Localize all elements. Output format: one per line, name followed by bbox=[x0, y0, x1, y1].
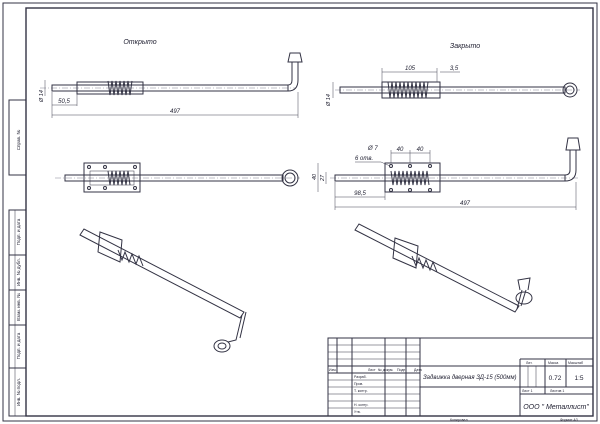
closed-side-view: 105 3,5 Ø 14 bbox=[326, 66, 580, 107]
dim-105: 105 bbox=[405, 66, 416, 72]
drawing-frame bbox=[25, 7, 594, 417]
dim-40: 40 bbox=[397, 147, 404, 153]
header-sign: Подп. bbox=[397, 368, 406, 372]
sheet-count: Листов 1 bbox=[550, 389, 564, 393]
lit-label: Лит. bbox=[526, 361, 532, 365]
role: Т. контр. bbox=[354, 389, 368, 393]
role: Утв. bbox=[354, 410, 361, 414]
open-view-label: Открыто bbox=[123, 39, 156, 46]
drawing-title: Задвижка дверная ЗД-15 (500мм) bbox=[423, 375, 517, 381]
dim-h27: 27 bbox=[320, 174, 326, 182]
mass-value: 0.72 bbox=[549, 375, 562, 382]
scale-label: Масштаб bbox=[568, 361, 583, 365]
dim-497: 497 bbox=[460, 201, 471, 207]
open-front-view bbox=[55, 162, 300, 193]
isometric-open bbox=[79, 228, 247, 353]
role: Разраб. bbox=[354, 375, 367, 379]
strip-label: Инв. № подл. bbox=[16, 378, 21, 406]
header-doc: № докум. bbox=[378, 368, 393, 372]
dim-dia14: Ø 14 bbox=[39, 90, 45, 103]
dim-40: 40 bbox=[417, 147, 424, 153]
dim-497: 497 bbox=[170, 109, 181, 115]
strip-label: Инв. № дубл. bbox=[16, 258, 21, 286]
dim-h40: 40 bbox=[312, 173, 318, 180]
company-name: ООО " Металлист" bbox=[523, 404, 589, 411]
role: Н. контр. bbox=[354, 403, 368, 407]
dim-3-5: 3,5 bbox=[450, 66, 459, 72]
dim-50-5: 50,5 bbox=[58, 99, 70, 105]
dim-dia7: Ø 7 bbox=[367, 146, 378, 152]
header-list: Лист bbox=[368, 368, 376, 372]
dim-holes: 6 отв. bbox=[355, 156, 373, 162]
copied-label: Копировал bbox=[450, 418, 468, 422]
header-izm: Изм. bbox=[329, 368, 337, 372]
role: Пров. bbox=[354, 382, 363, 386]
dim-dia14: Ø 14 bbox=[326, 94, 332, 107]
strip-label: Справ. № bbox=[16, 130, 21, 151]
isometric-closed bbox=[354, 223, 533, 313]
dim-98-5: 98,5 bbox=[354, 191, 366, 197]
mass-label: Масса bbox=[548, 361, 558, 365]
closed-view-label: Закрыто bbox=[450, 43, 480, 50]
closed-front-view: 40 40 Ø 7 6 отв. 40 27 98,5 497 bbox=[312, 137, 581, 210]
title-block: Изм. Лист № докум. Подп. Дата Разраб. Пр… bbox=[327, 337, 594, 422]
scale-value: 1:5 bbox=[574, 375, 583, 382]
open-side-view: Ø 14 50,5 497 bbox=[39, 52, 303, 118]
strip-label: Подп. и дата bbox=[16, 332, 21, 359]
format-label: Формат А3 bbox=[560, 418, 578, 422]
header-date: Дата bbox=[414, 368, 422, 372]
side-strip: Справ. № Подп. и дата Инв. № дубл. Взам.… bbox=[8, 99, 27, 417]
sheet-number: Лист 1 bbox=[522, 389, 533, 393]
strip-label: Подп. и дата bbox=[16, 218, 21, 245]
strip-label: Взам. инв. № bbox=[16, 293, 21, 321]
